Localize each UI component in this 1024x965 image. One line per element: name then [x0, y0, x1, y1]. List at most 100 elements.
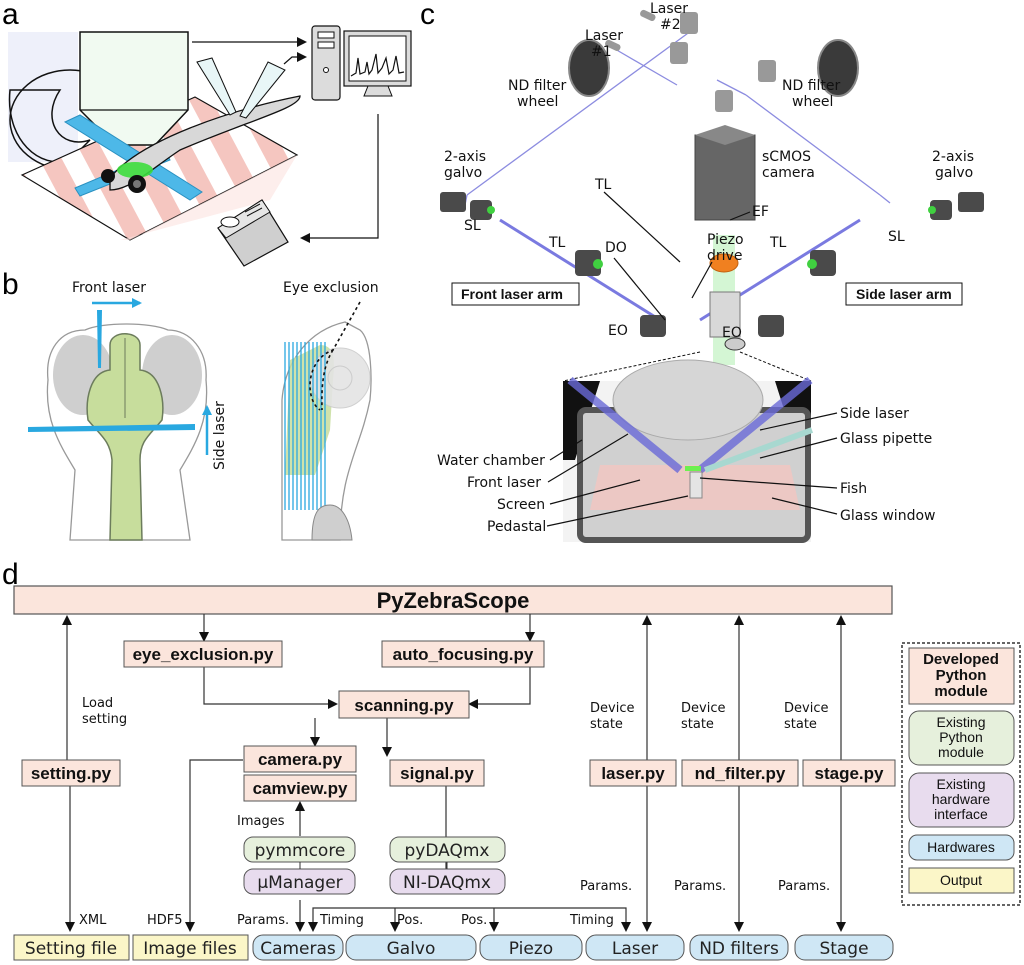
front-laser-arm-label: Front laser arm: [461, 286, 563, 302]
setting-module: [21, 759, 121, 787]
svg-text:Existing: Existing: [936, 714, 985, 730]
do-label: DO: [605, 240, 627, 256]
tl-left-label: TL: [548, 235, 566, 251]
fish-brain: [117, 162, 153, 178]
eye-exclusion-label: Eye exclusion: [283, 280, 379, 296]
signal-module: [389, 759, 485, 787]
nd-left-line1: ND filter: [508, 78, 567, 94]
svg-text:setting: setting: [82, 712, 127, 727]
sl-left-label: SL: [464, 218, 481, 234]
laser-beams: [464, 27, 891, 206]
side-laser-beam: [28, 424, 195, 432]
laser-1: [605, 39, 621, 52]
svg-text:Load: Load: [82, 696, 113, 711]
laser-2: [640, 9, 656, 22]
galvo-left-line2: galvo: [444, 165, 482, 181]
side-laser-label: Side laser: [212, 401, 228, 470]
side-eye: [309, 347, 371, 409]
svg-text:Timing: Timing: [569, 913, 614, 928]
eye-exclusion-module: [123, 640, 283, 668]
svg-text:interface: interface: [934, 806, 988, 822]
microscope-body: [8, 32, 78, 162]
nd-left-line2: wheel: [517, 94, 558, 110]
nd-right-line1: ND filter: [782, 78, 841, 94]
svg-text:ND filters: ND filters: [699, 939, 779, 959]
svg-text:eye_exclusion.py: eye_exclusion.py: [133, 645, 274, 664]
yolk-shape: [311, 504, 353, 541]
pedastal-label: Pedastal: [487, 519, 546, 535]
svg-text:laser.py: laser.py: [601, 764, 665, 783]
laser1-line1: Laser: [585, 28, 623, 44]
svg-text:Device: Device: [784, 701, 828, 716]
tl-right-label: TL: [769, 235, 787, 251]
panel-d-label: d: [2, 558, 19, 591]
svg-text:Image files: Image files: [143, 939, 237, 959]
eo-left-label: EO: [608, 323, 628, 339]
svg-text:Setting file: Setting file: [25, 939, 117, 959]
hw-galvo: [345, 934, 477, 961]
svg-text:module: module: [938, 744, 984, 760]
svg-text:pyDAQmx: pyDAQmx: [405, 841, 490, 861]
sample-chamber-mini: [724, 337, 746, 351]
svg-text:Pos.: Pos.: [461, 913, 487, 928]
galvo-left-line1: 2-axis: [444, 149, 486, 165]
setting-file-output: [13, 934, 130, 961]
nd-filter-module: [681, 759, 799, 787]
legend-existing-python: [908, 710, 1015, 766]
legend-output: [908, 867, 1015, 894]
svg-text:auto_focusing.py: auto_focusing.py: [393, 645, 534, 664]
svg-text:Params.: Params.: [674, 879, 726, 894]
pipette-1: [196, 57, 237, 116]
front-laser-arm-box: [451, 282, 580, 306]
tl-center-label: TL: [594, 177, 612, 193]
fish-label: Fish: [840, 481, 867, 497]
mirror-mounts: [670, 12, 776, 112]
svg-text:Params.: Params.: [580, 879, 632, 894]
panel-a-label: a: [2, 0, 19, 31]
scanning-module: [338, 690, 470, 719]
svg-text:NI-DAQmx: NI-DAQmx: [403, 873, 491, 893]
svg-text:Laser: Laser: [612, 939, 658, 959]
fish-eye-left: [101, 169, 115, 183]
developed-modules: eye_exclusion.py auto_focusing.py scanni…: [21, 640, 896, 802]
edge-labels: Load setting Device state Device state D…: [79, 696, 830, 928]
chamber-inset: [563, 359, 814, 543]
hw-stage: [794, 934, 894, 961]
nd-right-line2: wheel: [792, 94, 833, 110]
hardware-row: Cameras Galvo Piezo Laser ND filters Sta…: [252, 934, 894, 961]
camera-module: [243, 745, 357, 773]
nd-filter-wheel-right: [817, 39, 859, 97]
tube-lens: [709, 253, 739, 273]
stage-module: [802, 759, 896, 787]
hw-laser: [585, 934, 685, 961]
flow-edges: [62, 614, 846, 932]
scan-lines: [284, 342, 326, 510]
image-files-output: [132, 934, 249, 961]
panel-b: b Front laser Side laser Eye exclusion: [2, 268, 379, 541]
svg-text:module: module: [934, 683, 987, 700]
laser1-line2: #1: [591, 44, 612, 60]
glass-pipette-label: Glass pipette: [840, 431, 932, 447]
svg-text:Device: Device: [681, 701, 725, 716]
side-laser-arm-label: Side laser arm: [856, 286, 952, 302]
svg-text:Hardwares: Hardwares: [927, 839, 995, 855]
monitor-icon: [343, 30, 412, 97]
optics: [440, 192, 984, 337]
front-laser-label: Front laser: [72, 280, 146, 296]
svg-text:hardware: hardware: [932, 791, 991, 807]
legend: Developed Python module Existing Python …: [901, 642, 1021, 906]
sl-right-label: SL: [888, 229, 905, 245]
svg-text:Stage: Stage: [819, 939, 868, 959]
laser2-line1: Laser: [650, 1, 688, 17]
hw-nd-filters: [689, 934, 789, 961]
svg-text:state: state: [681, 717, 714, 732]
piezo-line2: drive: [707, 248, 742, 264]
svg-text:Timing: Timing: [319, 913, 364, 928]
panel-c-label: c: [420, 0, 435, 31]
svg-text:Params.: Params.: [778, 879, 830, 894]
side-laser-inset-label: Side laser: [840, 406, 909, 422]
svg-text:Pos.: Pos.: [397, 913, 423, 928]
pyzebrascope-box: [13, 585, 893, 615]
piezo-line1: Piezo: [707, 232, 744, 248]
